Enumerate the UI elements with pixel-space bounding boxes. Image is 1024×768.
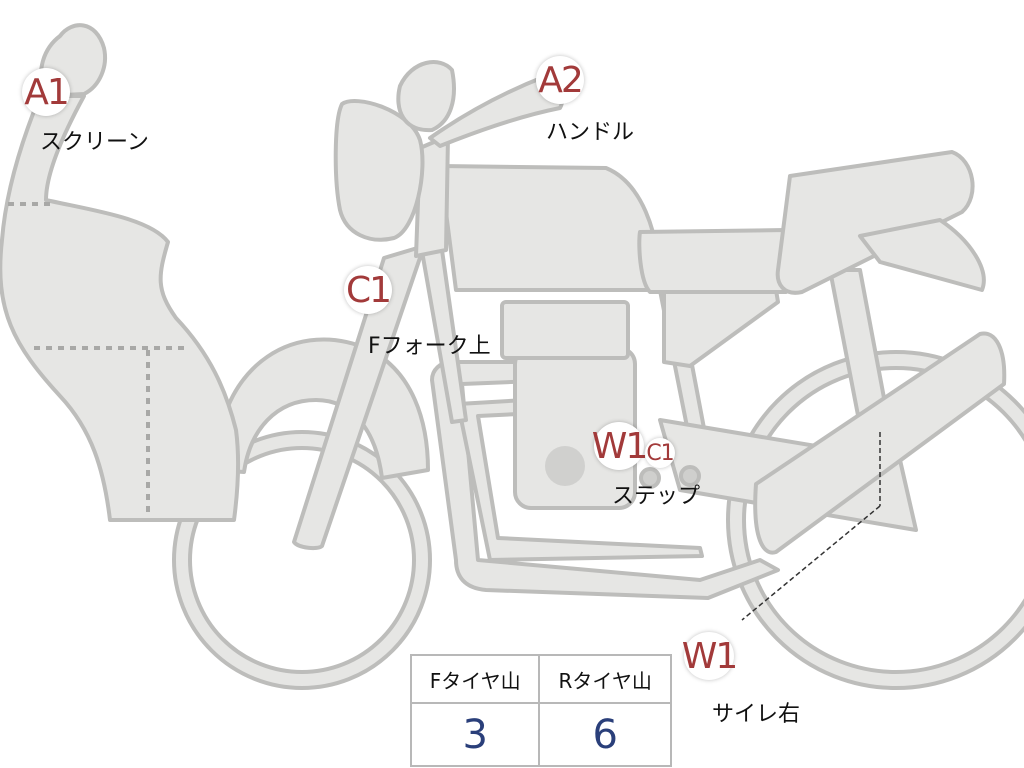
headlight bbox=[333, 99, 425, 242]
marker-a1-label: スクリーン bbox=[40, 130, 149, 155]
marker-muffler-label: サイレ右 bbox=[712, 702, 801, 727]
rear-seat bbox=[775, 150, 975, 295]
side-cover bbox=[662, 288, 780, 368]
tail-cowl bbox=[858, 218, 986, 292]
marker-c1-fork-label: Fフォーク上 bbox=[368, 334, 491, 359]
fuel-tank bbox=[438, 164, 662, 292]
marker-step-label: ステップ bbox=[612, 484, 701, 509]
front-tire-header: Fタイヤ山 bbox=[411, 655, 541, 704]
engine-head bbox=[500, 300, 630, 360]
rear-tire-header: Rタイヤ山 bbox=[539, 655, 671, 704]
marker-a2-badge: A2 bbox=[536, 56, 584, 104]
tire-table-value-row: 3 6 bbox=[411, 703, 671, 766]
marker-w1-muffler-badge: W1 bbox=[682, 632, 738, 680]
seat-front bbox=[637, 228, 796, 294]
rear-tire-value: 6 bbox=[592, 711, 618, 758]
exhaust-loop-outer bbox=[430, 360, 780, 600]
tire-table-header-row: Fタイヤ山 Rタイヤ山 bbox=[411, 655, 671, 704]
step-peg-2 bbox=[679, 465, 701, 487]
front-tire-value: 3 bbox=[411, 703, 541, 766]
front-fork bbox=[292, 244, 426, 551]
front-wheel-inner bbox=[188, 446, 416, 674]
tire-tread-table: Fタイヤ山 Rタイヤ山 3 6 bbox=[410, 654, 672, 767]
marker-a1-badge: A1 bbox=[22, 68, 70, 116]
step-peg-1 bbox=[639, 467, 661, 489]
engine-cover bbox=[545, 446, 585, 486]
marker-c1-step-badge: C1 bbox=[645, 438, 675, 468]
marker-w1-step-badge: W1 bbox=[592, 422, 648, 470]
marker-a2-label: ハンドル bbox=[546, 120, 635, 145]
muffler-leader-diagonal bbox=[741, 505, 881, 621]
marker-c1-fork-badge: C1 bbox=[344, 266, 392, 314]
front-fairing bbox=[0, 94, 241, 522]
mirror bbox=[396, 60, 456, 133]
